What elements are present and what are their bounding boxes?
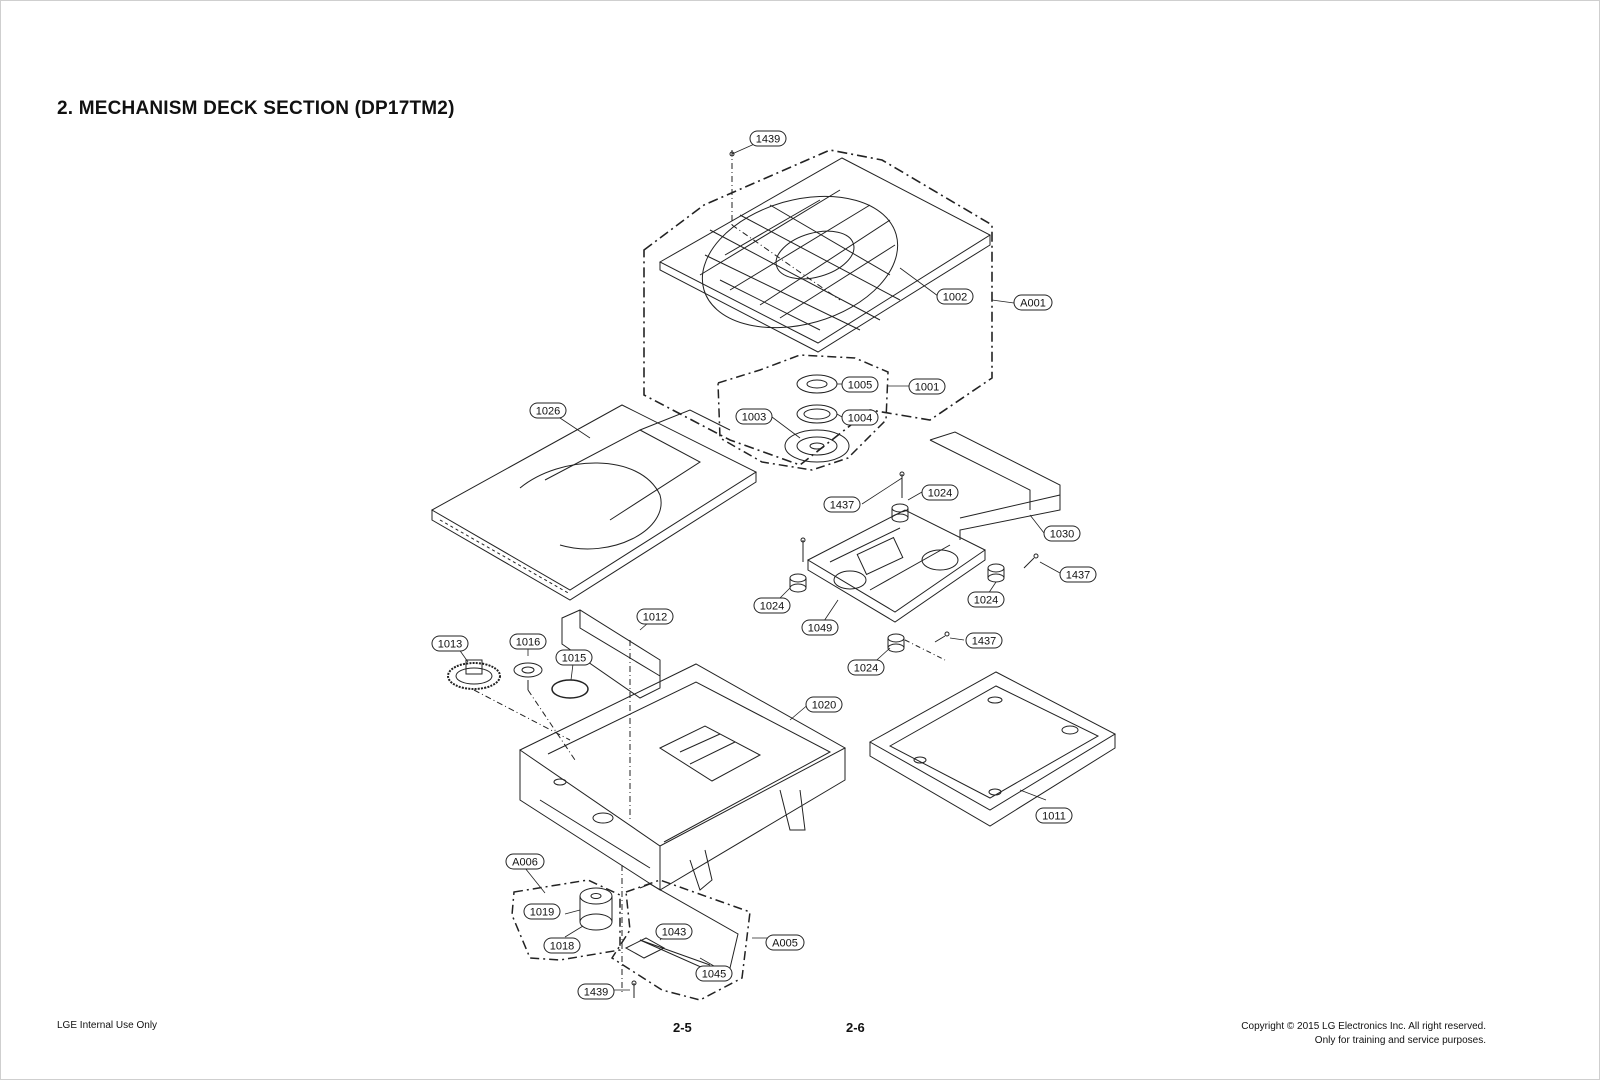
callout-1003: 1003: [735, 408, 773, 425]
svg-text:1024: 1024: [928, 488, 952, 500]
page-number-left: 2-5: [673, 1020, 692, 1035]
callout-1024-d: 1024: [847, 659, 885, 676]
svg-text:1024: 1024: [760, 601, 784, 613]
callout-1005: 1005: [841, 376, 879, 393]
flex-cable-1030: [929, 431, 1061, 540]
internal-use-note: LGE Internal Use Only: [57, 1020, 158, 1031]
bottom-frame-1011: [868, 671, 1117, 827]
svg-text:1437: 1437: [972, 636, 996, 648]
svg-text:1024: 1024: [854, 663, 878, 675]
callout-1437-c: 1437: [965, 632, 1003, 649]
svg-text:A005: A005: [772, 938, 798, 950]
svg-text:1004: 1004: [848, 413, 872, 425]
svg-text:A006: A006: [512, 857, 538, 869]
svg-text:1049: 1049: [808, 623, 832, 635]
callout-1030: 1030: [1043, 525, 1081, 542]
svg-text:1026: 1026: [536, 406, 560, 418]
sled-1012: [561, 609, 661, 820]
callout-a001: A001: [1013, 294, 1053, 311]
copyright-line-2: Only for training and service purposes.: [1314, 1035, 1486, 1046]
callout-1024-c: 1024: [753, 597, 791, 614]
callout-a006: A006: [505, 853, 545, 870]
svg-text:1003: 1003: [742, 412, 766, 424]
callout-1015: 1015: [555, 649, 593, 666]
svg-text:1012: 1012: [643, 612, 667, 624]
damper-1024: [987, 563, 1005, 583]
pulley-1016: [513, 662, 576, 761]
callout-1437-b: 1437: [1059, 566, 1097, 583]
a006-boundary: [511, 879, 621, 961]
tray-disc-recess: [701, 195, 899, 329]
svg-text:1030: 1030: [1050, 529, 1074, 541]
svg-text:1043: 1043: [662, 927, 686, 939]
callout-1026: 1026: [529, 402, 567, 419]
part-labels: 1439 1002 A001 1005 1001 1003 1004 1026 …: [431, 130, 1097, 1000]
tray-part: [658, 157, 992, 344]
callout-1016: 1016: [509, 633, 547, 650]
callout-1018: 1018: [543, 937, 581, 954]
page-title: 2. MECHANISM DECK SECTION (DP17TM2): [57, 98, 455, 119]
tray-assembly: [643, 149, 993, 471]
gear-1013: [447, 659, 571, 741]
svg-text:1001: 1001: [915, 382, 939, 394]
copyright-block: Copyright © 2015 LG Electronics Inc. All…: [1241, 1020, 1486, 1048]
tray-1026: [430, 404, 758, 601]
callout-1043: 1043: [655, 923, 693, 940]
damper-1024: [891, 503, 909, 523]
svg-text:A001: A001: [1020, 298, 1046, 310]
copyright-line-1: Copyright © 2015 LG Electronics Inc. All…: [1241, 1021, 1486, 1032]
svg-text:1437: 1437: [1066, 570, 1090, 582]
page-number-right: 2-6: [846, 1020, 865, 1035]
svg-text:1015: 1015: [562, 653, 586, 665]
disc-1003: [784, 429, 850, 463]
main-chassis-1020: [519, 663, 847, 891]
svg-text:1439: 1439: [756, 134, 780, 146]
motor-group-a006: [511, 879, 621, 961]
callout-1001: 1001: [908, 378, 946, 395]
callout-1020: 1020: [805, 696, 843, 713]
svg-text:1002: 1002: [943, 292, 967, 304]
damper-1024: [887, 633, 905, 653]
callout-1439-bottom: 1439: [577, 983, 615, 1000]
callout-1049: 1049: [801, 619, 839, 636]
svg-text:1439: 1439: [584, 987, 608, 999]
svg-text:1005: 1005: [848, 380, 872, 392]
callout-1024-b: 1024: [967, 591, 1005, 608]
leader-lines: [455, 137, 1061, 991]
callout-1024-a: 1024: [921, 484, 959, 501]
svg-text:1013: 1013: [438, 639, 462, 651]
callout-1012: 1012: [636, 608, 674, 625]
svg-text:1019: 1019: [530, 907, 554, 919]
svg-text:1024: 1024: [974, 595, 998, 607]
callout-1437-a: 1437: [823, 496, 861, 513]
callout-1439-top: 1439: [749, 130, 787, 147]
svg-text:1020: 1020: [812, 700, 836, 712]
svg-text:1437: 1437: [830, 500, 854, 512]
a001-boundary: [643, 149, 993, 466]
callout-1004: 1004: [841, 409, 879, 426]
ring-1004: [796, 404, 838, 424]
clamp-1005: [796, 374, 838, 394]
svg-text:1011: 1011: [1042, 811, 1066, 823]
svg-text:1018: 1018: [550, 941, 574, 953]
callout-a005: A005: [765, 934, 805, 951]
callout-1002: 1002: [936, 288, 974, 305]
a1001-boundary: [717, 354, 889, 471]
belt-1015: [551, 679, 589, 699]
callout-1045: 1045: [695, 965, 733, 982]
callout-1011: 1011: [1035, 807, 1073, 824]
a005-boundary: [610, 879, 751, 1001]
svg-text:1045: 1045: [702, 969, 726, 981]
traverse-unit-1049: [789, 471, 1039, 661]
callout-1019: 1019: [523, 903, 561, 920]
svg-text:1016: 1016: [516, 637, 540, 649]
damper-1024: [789, 573, 807, 593]
callout-1013: 1013: [431, 635, 469, 652]
